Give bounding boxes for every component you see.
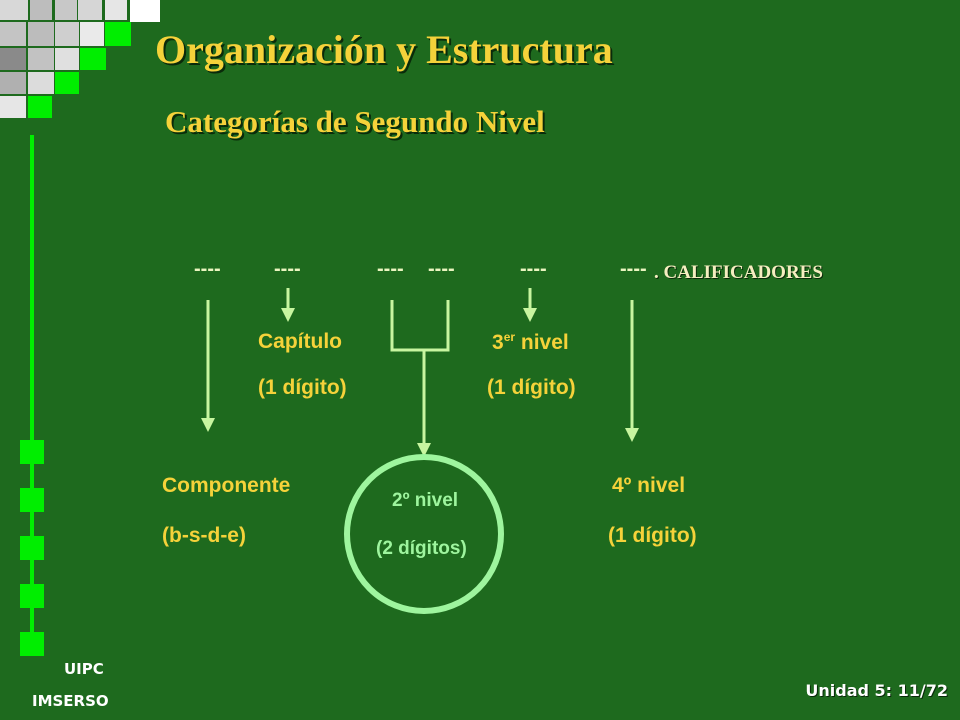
component-detail: (b-s-d-e)	[162, 524, 246, 547]
code-dash-4: ----	[428, 258, 455, 280]
code-dash-1: ----	[194, 258, 221, 280]
code-dash-5: ----	[520, 258, 547, 280]
qualifiers-label: . CALIFICADORES	[654, 262, 823, 283]
component-label: Componente	[162, 474, 291, 497]
third-level-label: 3er nivel	[492, 330, 569, 354]
chapter-detail: (1 dígito)	[258, 376, 347, 399]
bracket-second-level	[390, 300, 450, 352]
arrowhead-component	[201, 418, 215, 432]
arrowhead-third-level	[523, 308, 537, 322]
second-level-circle	[344, 454, 504, 614]
arrowhead-second-level	[417, 443, 431, 457]
second-level-label: 2º nivel	[392, 490, 459, 511]
arrowhead-fourth-level	[625, 428, 639, 442]
footer-org-imserso: IMSERSO	[32, 692, 109, 710]
arrowhead-chapter	[281, 308, 295, 322]
fourth-level-detail: (1 dígito)	[608, 524, 697, 547]
chapter-label: Capítulo	[258, 330, 342, 353]
code-dash-3: ----	[377, 258, 404, 280]
page-number: Unidad 5: 11/72	[805, 681, 948, 700]
code-dash-6: ----	[620, 258, 647, 280]
third-level-detail: (1 dígito)	[487, 376, 576, 399]
fourth-level-label: 4º nivel	[612, 474, 686, 497]
footer-org-uipc: UIPC	[64, 660, 104, 678]
second-level-detail: (2 dígitos)	[376, 538, 467, 559]
slide-title: Organización y Estructura	[155, 27, 613, 72]
slide-subtitle: Categorías de Segundo Nivel	[165, 104, 545, 139]
code-dash-2: ----	[274, 258, 301, 280]
